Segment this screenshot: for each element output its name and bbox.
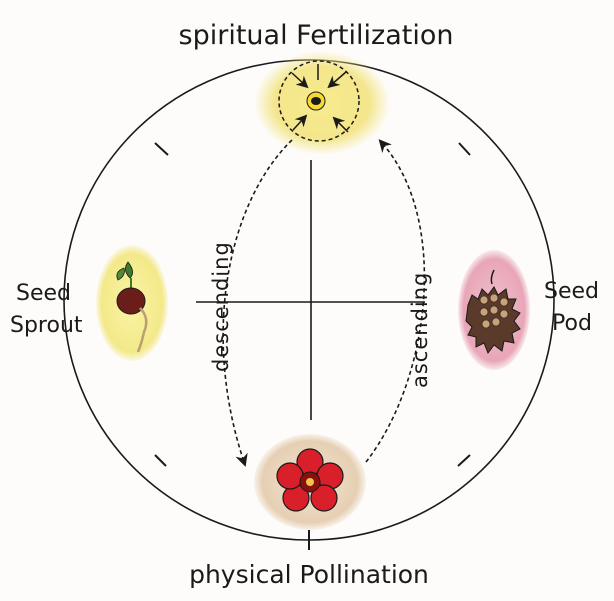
left-label-line1: Seed (16, 281, 71, 306)
descending-label: descending (209, 241, 233, 372)
ascending-label: ascending (408, 272, 432, 388)
tick-mark (458, 455, 470, 466)
descending-arrow (223, 140, 292, 462)
left-label-line2: Sprout (10, 313, 83, 338)
top-label: spiritual Fertilization (179, 20, 454, 51)
tick-mark (155, 143, 168, 155)
right-label-line1: Seed (544, 279, 599, 304)
tick-mark (155, 455, 166, 466)
tick-mark (459, 143, 470, 155)
right-label-line2: Pod (552, 311, 592, 336)
bottom-label: physical Pollination (189, 560, 429, 589)
